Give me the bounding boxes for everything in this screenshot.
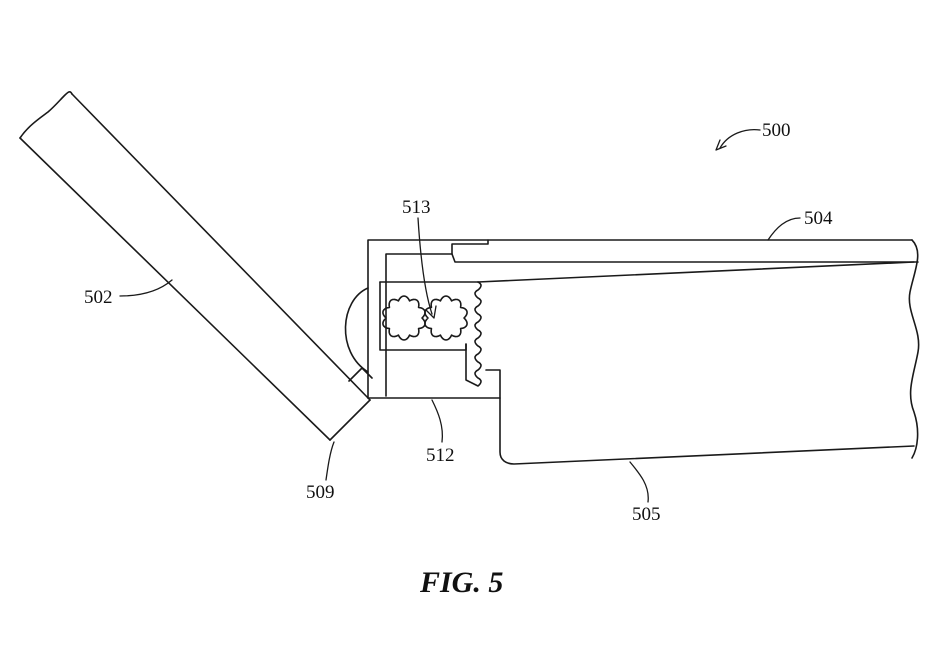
lid-end-cap: [329, 399, 371, 441]
lid-break-line: [19, 91, 73, 139]
gear-left: [382, 295, 426, 341]
leader-500: [719, 128, 761, 149]
bracket-inner: [379, 281, 467, 351]
leader-504: [767, 217, 801, 241]
lid-inner-edge: [71, 93, 371, 401]
label-512: 512: [426, 445, 455, 466]
leader-502: [119, 279, 173, 297]
label-509: 509: [306, 482, 335, 503]
label-500: 500: [762, 120, 791, 141]
label-504: 504: [804, 208, 833, 229]
gear-right: [424, 295, 468, 341]
label-513: 513: [402, 197, 431, 218]
housing-end-cap: [344, 287, 369, 373]
lid-outer-edge: [19, 137, 331, 441]
lid-panel-502: [19, 91, 373, 441]
leader-lines: [119, 128, 801, 503]
leader-505: [629, 461, 649, 503]
label-505: 505: [632, 504, 661, 525]
gear-left-teeth: [382, 295, 426, 341]
gear-right-teeth: [424, 295, 468, 341]
housing-inner-profile: [385, 239, 489, 397]
housing-break-line: [908, 239, 920, 459]
leader-513: [417, 217, 433, 315]
leader-500-arrowhead: [715, 139, 727, 151]
leader-512: [431, 399, 444, 443]
figure-caption: FIG. 5: [419, 566, 503, 599]
bracket-512: [367, 281, 501, 399]
leader-509: [325, 441, 335, 481]
housing-504: [344, 239, 920, 459]
bracket-outline: [367, 369, 501, 399]
base-outline: [477, 261, 915, 465]
housing-top-rail: [367, 239, 913, 399]
base-505: [465, 261, 915, 465]
leader-513-arrowhead: [425, 305, 437, 319]
gear-rack: [465, 281, 482, 387]
label-502: 502: [84, 287, 113, 308]
reference-labels: 500 502 504 505 509 512 513: [84, 120, 833, 525]
gear-mechanism-513: [382, 295, 468, 341]
housing-inner-top: [451, 253, 919, 263]
